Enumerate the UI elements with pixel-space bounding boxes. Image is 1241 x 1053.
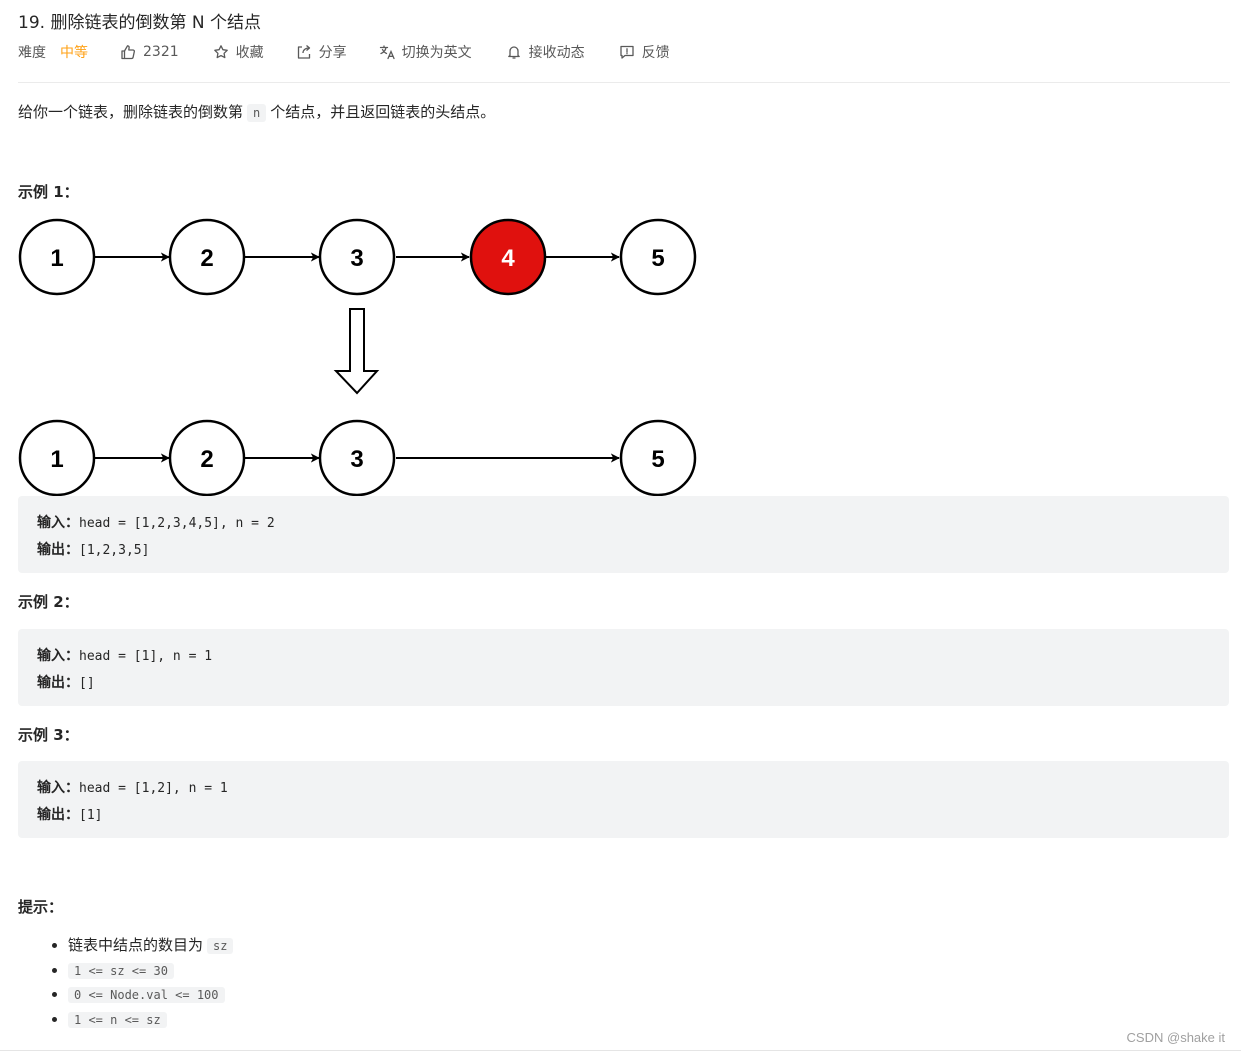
- node-label-5-after: 5: [651, 446, 664, 473]
- share-label: 分享: [318, 45, 347, 61]
- example-1-title: 示例 1：: [18, 183, 79, 201]
- description-text-start: 给你一个链表，删除链表的倒数第: [18, 103, 244, 121]
- share-icon: [297, 45, 310, 59]
- subscribe-button[interactable]: 接收动态: [506, 42, 585, 62]
- list-node-5: [619, 218, 697, 296]
- feedback-button[interactable]: 反馈: [619, 42, 670, 62]
- example-1-codeblock: 输入：head = [1,2,3,4,5], n = 2 输出：[1,2,3,5…: [18, 496, 1229, 573]
- example-3-input: head = [1,2], n = 1: [79, 781, 228, 796]
- list-node-2-after: [168, 419, 246, 497]
- translate-label: 切换为英文: [401, 45, 472, 61]
- example-3-input-line: 输入：head = [1,2], n = 1: [37, 775, 1210, 802]
- before-list: 1 2 3 4 5: [18, 218, 697, 296]
- constraint-item: 1 <= n <= sz: [68, 1008, 233, 1033]
- list-node-2: [168, 218, 246, 296]
- constraint-item: 0 <= Node.val <= 100: [68, 983, 233, 1008]
- constraint-text: 链表中结点的数目为: [68, 936, 204, 954]
- like-count: 2321: [143, 44, 179, 60]
- example-1-input-line: 输入：head = [1,2,3,4,5], n = 2: [37, 510, 1210, 537]
- bottom-divider: [0, 1050, 1241, 1051]
- thumbs-up-icon: [121, 45, 135, 60]
- node-label-1: 1: [50, 245, 63, 272]
- constraint-code: 0 <= Node.val <= 100: [68, 987, 225, 1003]
- list-node-3: [318, 218, 396, 296]
- input-label: 输入：: [37, 780, 79, 796]
- node-label-4: 4: [501, 245, 515, 272]
- feedback-icon: [619, 45, 634, 59]
- constraint-item: 1 <= sz <= 30: [68, 959, 233, 984]
- feedback-label: 反馈: [641, 45, 670, 61]
- header-divider: [18, 82, 1230, 83]
- like-button[interactable]: 2321: [120, 44, 179, 60]
- constraint-code: sz: [207, 938, 234, 954]
- difficulty-badge: 中等: [60, 45, 88, 61]
- list-node-3-after: [318, 419, 396, 497]
- example-2-input: head = [1], n = 1: [79, 649, 213, 664]
- constraint-code: 1 <= n <= sz: [68, 1011, 167, 1028]
- node-label-5: 5: [651, 245, 664, 272]
- favorite-label: 收藏: [235, 45, 264, 61]
- star-icon: [213, 45, 228, 59]
- problem-title: 19. 删除链表的倒数第 N 个结点: [18, 13, 261, 33]
- output-label: 输出：: [37, 675, 79, 691]
- node-label-3-after: 3: [350, 446, 363, 473]
- node-label-3: 3: [350, 245, 363, 272]
- subscribe-label: 接收动态: [528, 45, 585, 61]
- problem-meta-bar: 难度 中等 2321 收藏 分享 切换为英文 接收动: [18, 41, 670, 63]
- node-label-1-after: 1: [50, 446, 63, 473]
- example-3-output: [1]: [79, 808, 103, 823]
- output-label: 输出：: [37, 807, 79, 823]
- example-3-output-line: 输出：[1]: [37, 802, 1210, 829]
- example-1-output-line: 输出：[1,2,3,5]: [37, 537, 1210, 564]
- translate-button[interactable]: 切换为英文: [379, 42, 472, 62]
- example-2-output-line: 输出：[]: [37, 670, 1210, 697]
- list-node-5-after: [619, 419, 697, 497]
- translate-icon: [379, 45, 395, 60]
- list-node-1: [18, 218, 96, 296]
- description-text-end: 个结点，并且返回链表的头结点。: [270, 103, 496, 121]
- example-1-input: head = [1,2,3,4,5], n = 2: [79, 516, 275, 531]
- difficulty-label: 难度: [18, 45, 46, 61]
- after-list: 1 2 3 5: [18, 419, 697, 497]
- share-button[interactable]: 分享: [296, 42, 347, 62]
- linked-list-diagram: 1 2 3 4 5 1 2 3 5: [18, 218, 697, 497]
- node-label-2-after: 2: [200, 446, 213, 473]
- example-2-input-line: 输入：head = [1], n = 1: [37, 643, 1210, 670]
- example-2-output: []: [79, 676, 95, 691]
- example-3-codeblock: 输入：head = [1,2], n = 1 输出：[1]: [18, 761, 1229, 838]
- example-2-codeblock: 输入：head = [1], n = 1 输出：[]: [18, 629, 1229, 706]
- list-node-1-after: [18, 419, 96, 497]
- watermark: CSDN @shake it: [1126, 1030, 1225, 1045]
- favorite-button[interactable]: 收藏: [213, 42, 264, 62]
- hints-title: 提示：: [18, 898, 64, 916]
- example-3-title: 示例 3：: [18, 726, 79, 744]
- node-label-2: 2: [200, 245, 213, 272]
- description-code-n: n: [247, 104, 267, 122]
- down-arrow-icon: [333, 308, 380, 395]
- input-label: 输入：: [37, 515, 79, 531]
- example-1-output: [1,2,3,5]: [79, 543, 150, 558]
- removed-node-4: [469, 218, 547, 296]
- example-2-title: 示例 2：: [18, 593, 79, 611]
- constraint-code: 1 <= sz <= 30: [68, 962, 174, 979]
- bell-icon: [507, 46, 520, 59]
- output-label: 输出：: [37, 542, 79, 558]
- input-label: 输入：: [37, 648, 79, 664]
